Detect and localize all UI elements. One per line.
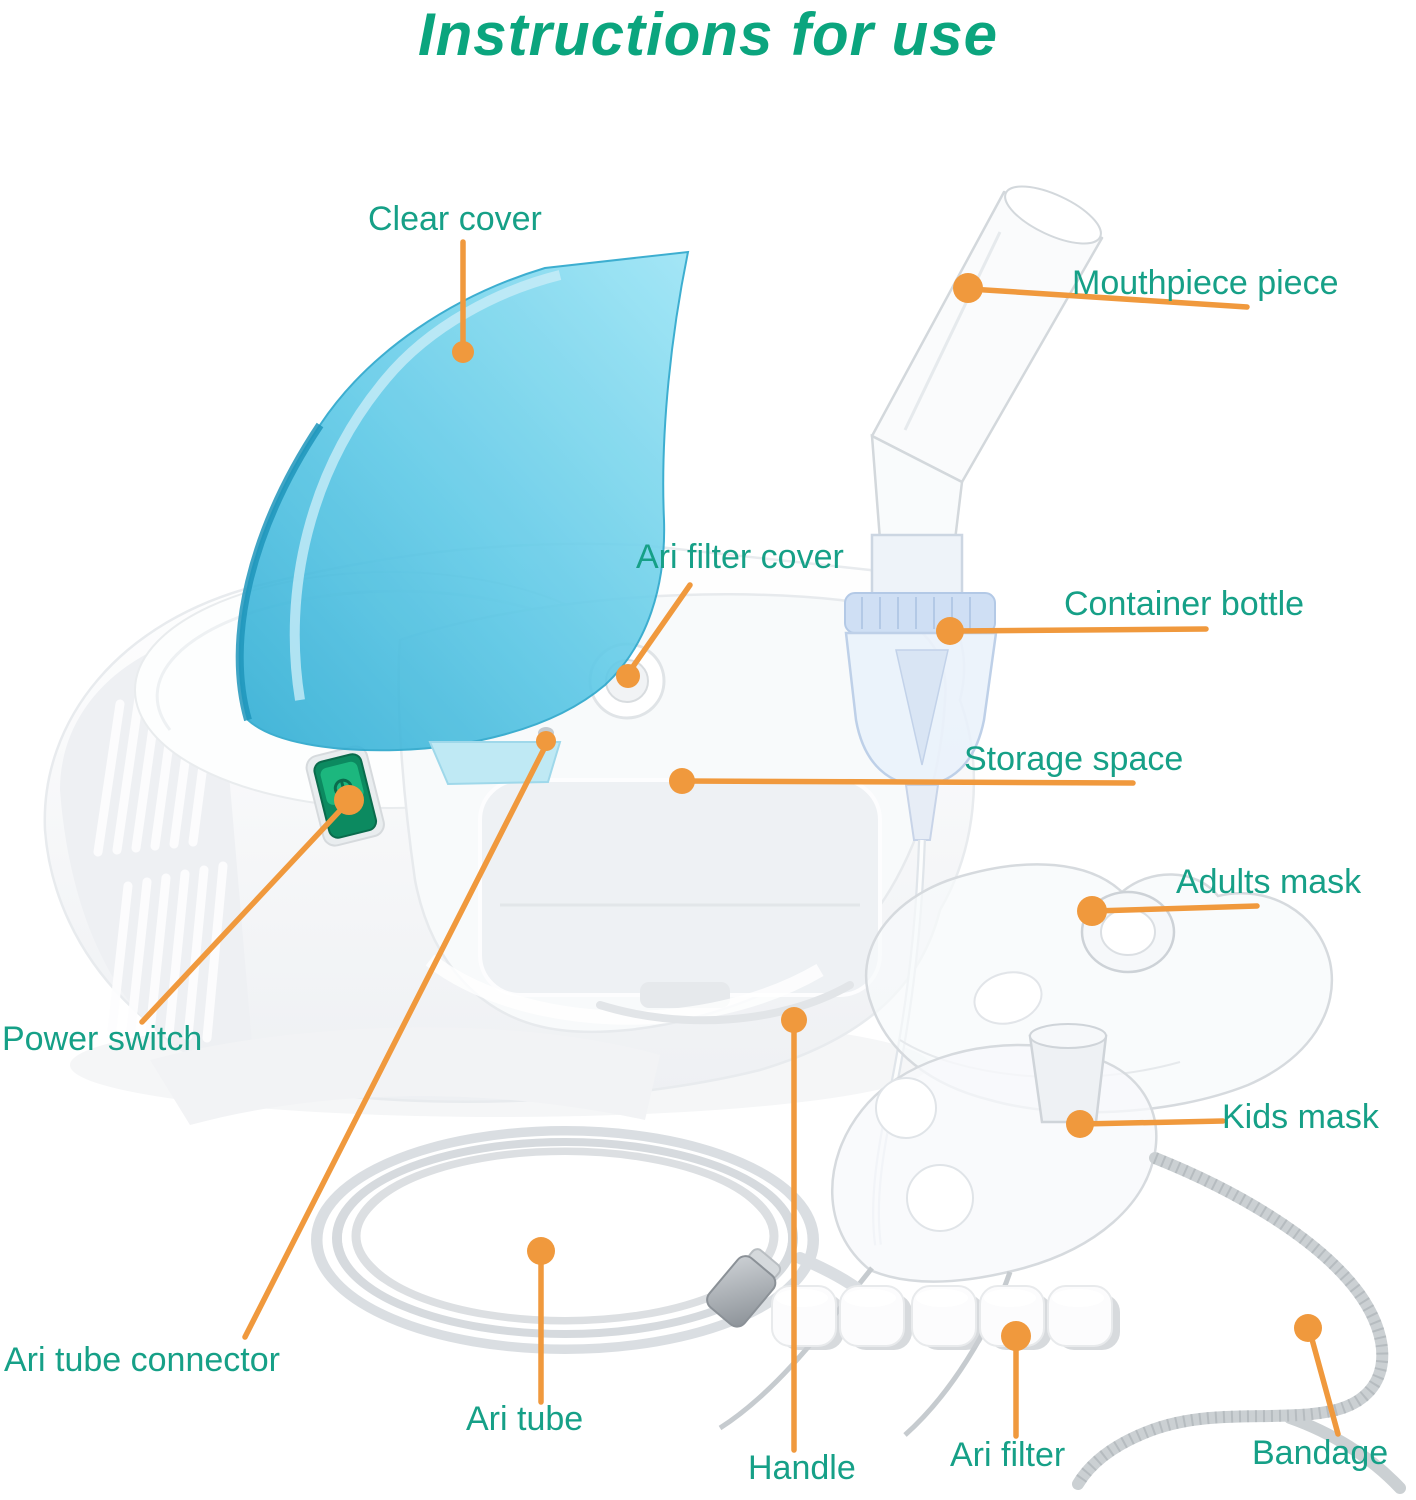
label-power-switch: Power switch <box>2 1020 203 1058</box>
leader-kids-mask <box>1079 1118 1226 1127</box>
leader-dot-air-tube-connector <box>536 731 556 751</box>
leader-dot-handle <box>781 1007 807 1033</box>
label-storage-space: Storage space <box>964 740 1184 778</box>
kids-mask-hole-upper <box>875 1077 937 1139</box>
label-air-tube-connector: Ari tube connector <box>4 1341 280 1379</box>
leader-dot-container-bottle <box>936 617 964 645</box>
lid-hinge <box>428 741 562 786</box>
leader-dot-air-filter <box>1001 1321 1031 1351</box>
leader-container-bottle <box>949 626 1209 634</box>
mouthpiece-opening <box>1004 185 1102 245</box>
leader-dot-air-tube <box>527 1237 555 1265</box>
collar-threads <box>861 597 971 629</box>
leader-power-switch <box>139 798 352 1025</box>
clear-cover-lid <box>235 250 690 786</box>
leader-mouthpiece <box>967 286 1250 310</box>
label-bandage: Bandage <box>1252 1434 1389 1472</box>
leader-storage-space <box>681 778 1136 786</box>
leader-dot-adults-mask <box>1077 896 1107 926</box>
kids-mask-hole-lower <box>906 1164 974 1232</box>
label-container-bottle: Container bottle <box>1064 585 1305 623</box>
leader-dot-clear-cover <box>452 341 474 363</box>
label-handle: Handle <box>748 1449 856 1487</box>
bandage-strap <box>1072 1152 1406 1494</box>
tray-notch <box>640 982 730 1008</box>
leader-dot-mouthpiece <box>953 273 983 303</box>
label-clear-cover: Clear cover <box>368 200 542 238</box>
kids-mask-shape <box>718 1023 1158 1437</box>
cup-stem <box>904 784 940 841</box>
tray-recess <box>478 778 882 997</box>
air-tube-connector-piece <box>706 1248 782 1328</box>
nebulizer-kit <box>844 185 1104 1246</box>
mouthpiece-edge <box>903 231 1002 431</box>
cup-neck <box>870 533 964 597</box>
leader-air-tube-connector <box>242 740 550 1340</box>
filter-puck <box>911 1285 984 1350</box>
leader-dot-bandage <box>1294 1314 1322 1342</box>
filter-puck <box>771 1285 844 1350</box>
leader-bandage <box>1307 1329 1341 1437</box>
leader-dot-kids-mask <box>1066 1110 1094 1138</box>
cup-inner-cone <box>895 649 949 766</box>
compressor-machine <box>43 250 976 1125</box>
leader-dot-air-filter-cover <box>616 664 640 688</box>
filter-puck <box>839 1285 912 1350</box>
cup-collar <box>844 592 996 634</box>
label-air-tube: Ari tube <box>466 1400 584 1438</box>
leader-adults-mask <box>1091 903 1260 914</box>
leader-dot-power-switch <box>334 785 364 815</box>
air-filter-pucks <box>771 1285 1120 1350</box>
leader-dot-storage-space <box>669 768 695 794</box>
leader-air-filter-cover <box>629 582 693 671</box>
label-air-filter-cover: Ari filter cover <box>636 538 844 576</box>
base-front-sheet <box>150 1027 660 1125</box>
label-mouthpiece: Mouthpiece piece <box>1072 264 1339 302</box>
label-adults-mask: Adults mask <box>1176 863 1362 901</box>
leader-lines <box>139 239 1341 1453</box>
carry-handle-groove <box>596 981 854 1025</box>
label-kids-mask: Kids mask <box>1222 1098 1379 1136</box>
filter-puck <box>1047 1285 1120 1350</box>
tray-rim-highlight <box>425 954 824 1025</box>
label-air-filter: Ari filter <box>950 1436 1066 1474</box>
page-title: Instructions for use <box>417 1 999 68</box>
adults-mask-hole <box>973 971 1043 1025</box>
